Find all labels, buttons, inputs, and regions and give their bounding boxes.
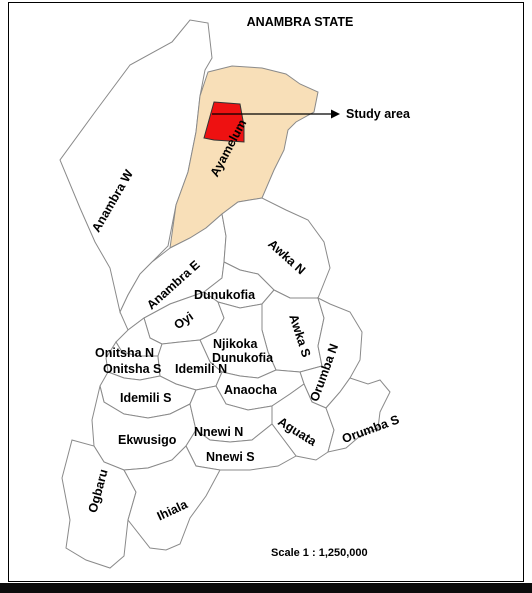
scale-label: Scale 1 : 1,250,000 bbox=[271, 547, 368, 559]
label-dunukofia-south: Dunukofia bbox=[212, 351, 274, 365]
label-dunukofia-north: Dunukofia bbox=[194, 288, 256, 302]
label-idemili-n: Idemili N bbox=[175, 362, 227, 376]
label-nnewi-s: Nnewi S bbox=[206, 450, 255, 464]
label-anaocha: Anaocha bbox=[224, 383, 278, 397]
label-ekwusigo: Ekwusigo bbox=[118, 433, 177, 447]
label-njikoka: Njikoka bbox=[213, 337, 259, 351]
region-orumba-s[interactable] bbox=[325, 377, 391, 453]
label-onitsha-s: Onitsha S bbox=[103, 362, 161, 376]
callout-arrowhead bbox=[331, 109, 340, 119]
map-title: ANAMBRA STATE bbox=[247, 15, 354, 29]
study-area-highlight[interactable] bbox=[203, 101, 245, 143]
label-nnewi-n: Nnewi N bbox=[194, 425, 243, 439]
label-onitsha-n: Onitsha N bbox=[95, 346, 154, 360]
label-idemili-s: Idemili S bbox=[120, 391, 171, 405]
region-ihiala[interactable] bbox=[123, 445, 221, 551]
bottom-border-bar bbox=[0, 583, 532, 593]
callout-study-area-label: Study area bbox=[346, 107, 411, 121]
region-ayamelum[interactable] bbox=[169, 65, 319, 249]
